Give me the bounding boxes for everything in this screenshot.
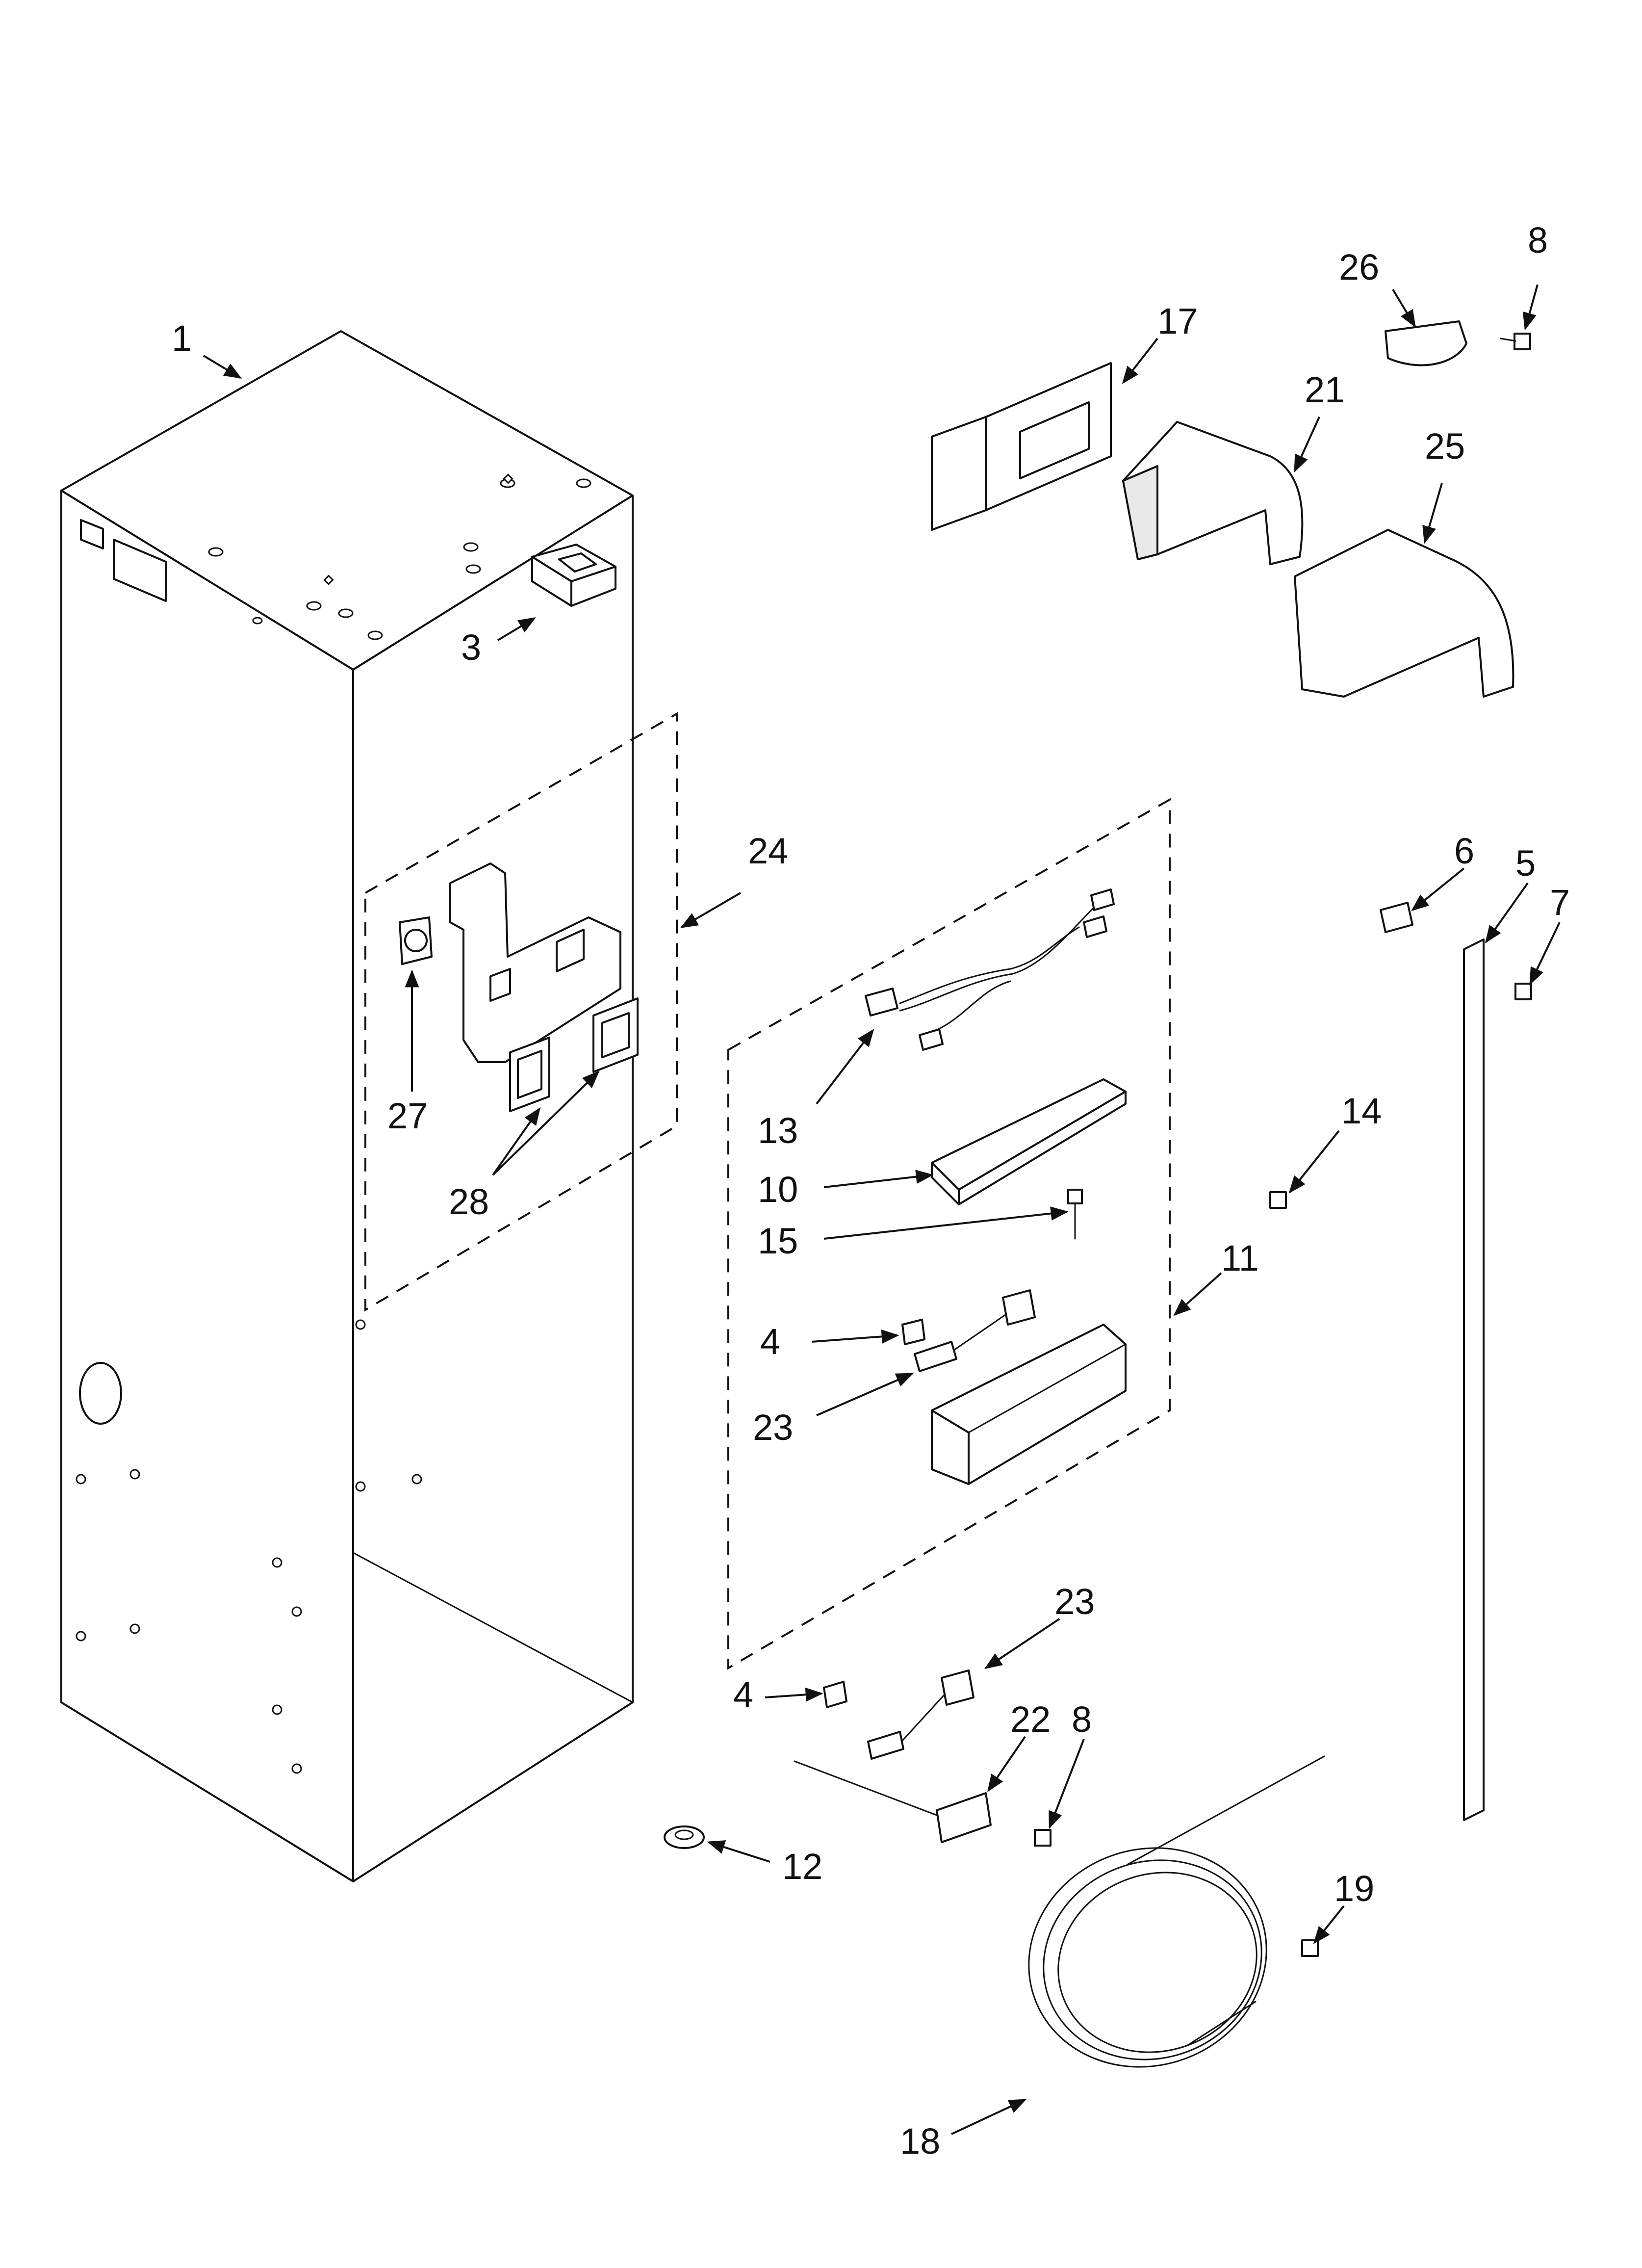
top-box-part-3 <box>531 544 616 607</box>
sensor-part-23-lower <box>867 1669 975 1760</box>
callout-18: 18 <box>900 2121 940 2162</box>
cover-part-25 <box>1294 529 1514 698</box>
callout-7: 7 <box>1550 882 1570 923</box>
grommet-part-12 <box>664 1825 705 1849</box>
callout-19: 19 <box>1334 1868 1374 1909</box>
callout-15: 15 <box>758 1221 798 1261</box>
clip-part-4-lower <box>823 1681 847 1708</box>
pads-part-28 <box>509 997 639 1112</box>
screw-part-8-top <box>1500 333 1531 350</box>
duct-part-17 <box>931 362 1112 531</box>
bracket-part-26 <box>1385 320 1467 366</box>
callout-28: 28 <box>449 1181 489 1222</box>
callout-27: 27 <box>387 1095 428 1136</box>
screw-part-15 <box>1067 1189 1083 1240</box>
cabinet-liner-part-1 <box>60 330 634 1882</box>
callout-labels: 1 3 4 4 5 6 7 8 8 10 11 12 13 14 15 17 1… <box>172 220 1570 2162</box>
callout-12: 12 <box>782 1846 822 1887</box>
wire-harness-part-13 <box>865 888 1115 1051</box>
callout-26: 26 <box>1339 247 1379 287</box>
callout-4-lower: 4 <box>733 1674 753 1715</box>
callout-23-lower: 23 <box>1054 1581 1095 1622</box>
tubing-part-18 <box>1028 1755 1325 2068</box>
callout-21: 21 <box>1305 369 1345 410</box>
cover-part-21 <box>1122 421 1304 565</box>
callout-1: 1 <box>172 318 192 359</box>
switch-part-22 <box>794 1760 992 1843</box>
clip-part-4-upper <box>901 1319 925 1345</box>
callout-14: 14 <box>1341 1091 1382 1131</box>
callout-6: 6 <box>1454 831 1474 871</box>
dashed-group-24 <box>364 712 678 1312</box>
screw-part-14 <box>1269 1191 1287 1209</box>
button-part-27 <box>399 916 433 965</box>
cover-part-10 <box>931 1078 1127 1205</box>
leader-lines <box>203 284 1561 2135</box>
callout-8-top: 8 <box>1528 220 1548 261</box>
screw-part-8-bottom <box>1034 1829 1052 1847</box>
callout-4-upper: 4 <box>760 1321 780 1362</box>
dashed-group-11 <box>727 798 1171 1670</box>
callout-23-upper: 23 <box>753 1407 793 1448</box>
sensor-part-23-upper <box>914 1289 1036 1372</box>
bracket-part-24 <box>449 862 621 1063</box>
callout-3: 3 <box>461 627 481 668</box>
callout-25: 25 <box>1425 426 1465 467</box>
screw-part-7 <box>1514 983 1532 1000</box>
callout-17: 17 <box>1157 301 1198 341</box>
rail-part-5 <box>1463 938 1485 1821</box>
callout-22: 22 <box>1010 1699 1051 1740</box>
housing-part-11 <box>931 1324 1127 1485</box>
callout-13: 13 <box>758 1110 798 1151</box>
screw-part-19 <box>1301 1939 1319 1957</box>
callout-11: 11 <box>1221 1238 1259 1278</box>
callout-5: 5 <box>1515 843 1536 884</box>
nut-part-6 <box>1380 902 1413 933</box>
callout-24: 24 <box>748 831 788 871</box>
callout-10: 10 <box>758 1169 798 1210</box>
callout-8-bottom: 8 <box>1072 1699 1092 1740</box>
